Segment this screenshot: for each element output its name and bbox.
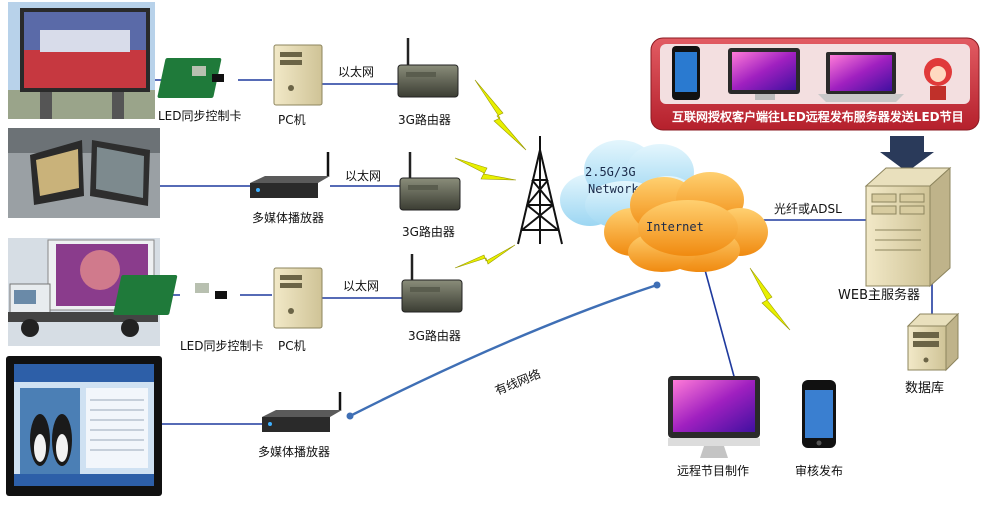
lightning-icon <box>454 157 517 181</box>
remote-editing-label: 远程节目制作 <box>677 463 749 478</box>
internet-cloud <box>604 172 768 272</box>
player-label: 多媒体播放器 <box>258 444 330 459</box>
internet-label: Internet <box>646 220 704 234</box>
pc-tower <box>273 44 323 106</box>
wired-link-end-dot <box>653 281 661 289</box>
media-player-box <box>262 392 342 432</box>
led-sync-control-card <box>113 275 227 315</box>
review-publish-phone <box>802 380 836 448</box>
ethernet-label: 以太网 <box>343 278 379 293</box>
review-publish-label: 审核发布 <box>795 463 843 478</box>
controller-label: LED同步控制卡 <box>158 109 242 123</box>
banner-text: 互联网授权客户端往LED远程发布服务器发送LED节目 <box>672 109 964 124</box>
router-label: 3G路由器 <box>402 224 455 239</box>
wired-network-label: 有线网络 <box>493 366 543 398</box>
ethernet-label: 以太网 <box>338 64 374 79</box>
remote-editing-imac <box>668 376 760 458</box>
database-label: 数据库 <box>905 380 944 396</box>
server-link-label: 光纤或ADSL <box>774 202 842 216</box>
pc-tower <box>273 267 323 329</box>
connection-lines <box>155 79 933 425</box>
wired-network-link <box>349 283 658 418</box>
wireless-cloud-line1: 2.5G/3G <box>585 165 636 179</box>
lightning-icon <box>749 267 791 331</box>
led-sync-control-card <box>157 58 224 98</box>
controller-label: LED同步控制卡 <box>180 339 264 353</box>
lightning-icon <box>454 244 516 269</box>
server-label: WEB主服务器 <box>838 287 920 303</box>
pc-label: PC机 <box>278 339 306 353</box>
wireless-cloud-line2: Network <box>588 182 639 196</box>
lightning-icon <box>474 79 527 151</box>
router-label: 3G路由器 <box>408 328 461 343</box>
client-devices-banner <box>650 37 980 131</box>
web-main-server <box>864 166 952 288</box>
database-server <box>906 312 960 372</box>
3g-router <box>397 38 459 98</box>
wired-link-end-dot <box>346 412 354 420</box>
wireless-links <box>454 79 791 331</box>
outdoor-led-billboard <box>8 2 155 119</box>
router-label: 3G路由器 <box>398 112 451 127</box>
pc-label: PC机 <box>278 113 306 127</box>
cell-tower <box>517 136 563 245</box>
media-player-box <box>250 152 330 198</box>
3g-router <box>399 152 461 211</box>
wall-mounted-display <box>6 356 162 496</box>
indoor-ceiling-displays <box>8 128 160 218</box>
player-label: 多媒体播放器 <box>252 210 324 225</box>
ethernet-label: 以太网 <box>345 168 381 183</box>
down-arrow-icon <box>880 136 934 172</box>
3g-router <box>401 254 463 313</box>
